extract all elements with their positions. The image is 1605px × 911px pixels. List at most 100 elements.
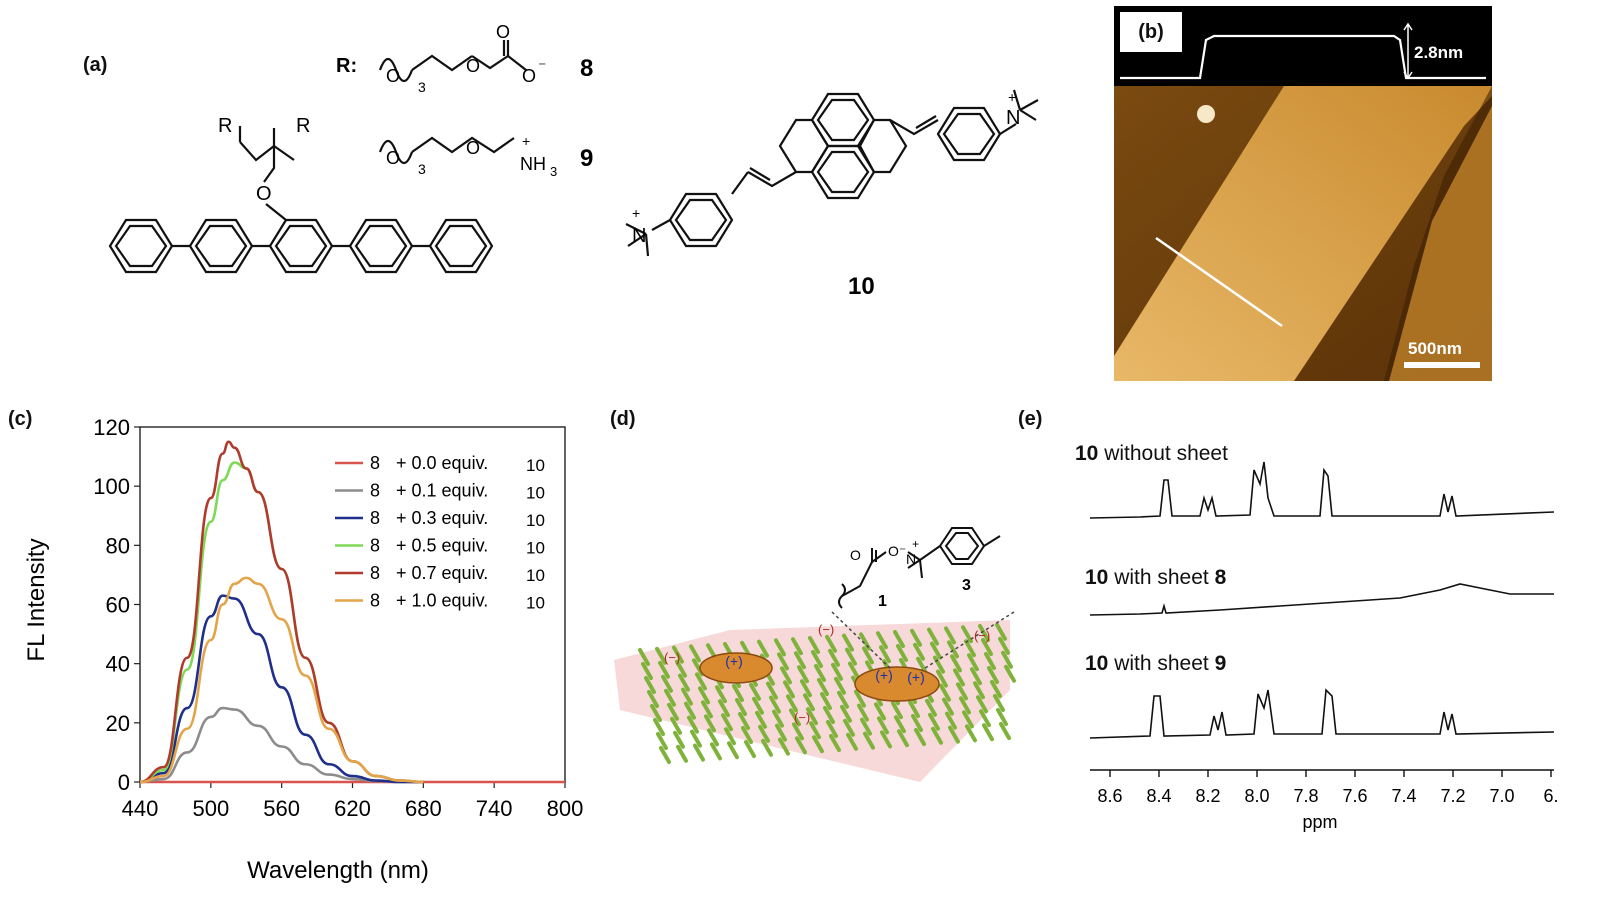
amphiphile-rod xyxy=(829,734,841,752)
amphiphile-rod xyxy=(690,729,702,748)
spectrum-label-2: 10 with sheet 8 xyxy=(1085,566,1226,590)
amphiphile-rod xyxy=(944,626,956,645)
x-axis-label: Wavelength (nm) xyxy=(247,857,429,884)
height-profile xyxy=(1120,34,1486,80)
amphiphile-rod xyxy=(644,676,656,694)
amphiphile-rod xyxy=(965,724,977,743)
amphiphile-rod xyxy=(672,645,684,664)
amphiphile-rod xyxy=(670,716,682,735)
label-1: 1 xyxy=(878,593,887,610)
amphiphile-rod xyxy=(710,742,722,761)
amphiphile-rod xyxy=(834,676,846,695)
legend-suffix: 10 xyxy=(526,456,545,475)
carboxylate-fragment: O xyxy=(850,547,861,563)
svg-text:(+): (+) xyxy=(725,653,743,669)
amphiphile-rod xyxy=(777,652,789,671)
amphiphile-rod xyxy=(814,664,826,682)
o-atom-9a: O xyxy=(386,148,400,168)
spectrum-label-3: 10 with sheet 9 xyxy=(1085,652,1226,676)
legend-prefix: 8 xyxy=(370,481,380,501)
amphiphile-rod xyxy=(860,717,872,736)
amphiphile-rod xyxy=(676,744,688,763)
legend-entry: + 0.5 equiv. xyxy=(396,536,488,556)
amphiphile-rod xyxy=(769,695,781,714)
amphiphile-rod xyxy=(927,627,939,646)
amphiphile-rod xyxy=(874,702,886,721)
amphiphile-rod xyxy=(913,642,925,661)
amphiphile-rod xyxy=(823,706,835,724)
ammonium-sub: 3 xyxy=(550,164,557,179)
svg-text:+: + xyxy=(522,133,530,149)
amphiphile-rod xyxy=(933,655,945,674)
amphiphile-rod xyxy=(848,661,860,680)
amphiphile-rod xyxy=(936,669,948,688)
amphiphile-rod xyxy=(948,725,960,744)
ppm-axis-label: ppm xyxy=(1302,812,1337,832)
amphiphile-rod xyxy=(959,696,971,715)
svg-text:+: + xyxy=(912,537,919,551)
amphiphile-rod xyxy=(698,686,710,705)
ppm-tick-label: 7.0 xyxy=(1489,786,1514,806)
spectrum-trace-1 xyxy=(1089,461,1555,519)
ppm-tick-label: 7.2 xyxy=(1440,786,1465,806)
molecule-10-right xyxy=(854,666,940,702)
amphiphile-rod xyxy=(999,722,1011,740)
anthracene-core xyxy=(778,92,908,200)
ppm-tick-label: 6. xyxy=(1543,786,1558,806)
amphiphile-rod xyxy=(945,711,957,730)
legend-prefix: 8 xyxy=(370,563,380,583)
amphiphile-rod xyxy=(695,672,707,691)
amphiphile-rod xyxy=(953,668,965,687)
amphiphile-rod xyxy=(931,726,943,745)
amphiphile-rod xyxy=(667,702,679,721)
amphiphile-rod xyxy=(894,715,906,734)
amphiphile-rod xyxy=(789,708,801,727)
r-atom-right: R xyxy=(296,115,310,137)
legend-entry: + 0.7 equiv. xyxy=(396,563,488,583)
legend-prefix: 8 xyxy=(370,508,380,528)
amphiphile-rod xyxy=(876,631,888,650)
panel-label-a: (a) xyxy=(83,54,108,76)
amphiphile-rod xyxy=(778,737,790,756)
amphiphile-rod xyxy=(979,709,991,728)
amphiphile-rod xyxy=(930,641,942,660)
amphiphile-rod xyxy=(684,701,696,720)
svg-text:(+): (+) xyxy=(875,667,893,683)
sheet-illustration: (+) (+) (+) (−) (−) (−) (−) O O⁻ 1 N + 3 xyxy=(614,527,1016,782)
amphiphile-rod xyxy=(735,698,747,716)
compound-8-label: 8 xyxy=(580,55,593,82)
amphiphile-rod xyxy=(794,651,806,670)
ppm-tick-label: 7.6 xyxy=(1342,786,1367,806)
amphiphile-rod xyxy=(996,708,1008,726)
amphiphile-rod xyxy=(724,727,736,746)
amphiphile-rod xyxy=(962,710,974,729)
y-tick-label: 40 xyxy=(106,652,130,677)
label-3: 3 xyxy=(962,577,971,594)
amphiphile-rod xyxy=(995,622,1007,641)
amphiphile-rod xyxy=(675,659,687,678)
y-axis-label: FL Intensity xyxy=(23,538,50,661)
amphiphile-rod xyxy=(981,638,993,656)
spectrum-1-text: without sheet xyxy=(1098,442,1228,465)
amphiphile-rod xyxy=(956,682,968,701)
spectrum-3-text: with sheet xyxy=(1108,652,1215,675)
panel-label-d: (d) xyxy=(610,408,636,430)
legend-entry: + 1.0 equiv. xyxy=(396,591,488,611)
amphiphile-rod xyxy=(758,724,770,743)
amphiphile-rod xyxy=(837,690,849,709)
amphiphile-rod xyxy=(738,712,750,730)
x-tick-label: 740 xyxy=(476,796,513,821)
amphiphile-rod xyxy=(970,667,982,686)
amphiphile-rod xyxy=(826,720,838,738)
amphiphile-rod xyxy=(973,681,985,700)
amphiphile-rod xyxy=(752,696,764,715)
panel-label-c: (c) xyxy=(8,408,33,430)
amphiphile-rod xyxy=(755,710,767,729)
amphiphile-rod xyxy=(795,736,807,755)
amphiphile-rod xyxy=(984,652,996,670)
amphiphile-rod xyxy=(641,662,653,680)
amphiphile-rod xyxy=(843,718,855,737)
amphiphile-rod xyxy=(741,726,753,744)
afm-image: 2.8nm 500nm xyxy=(1114,6,1492,381)
amphiphile-rod xyxy=(812,735,824,754)
